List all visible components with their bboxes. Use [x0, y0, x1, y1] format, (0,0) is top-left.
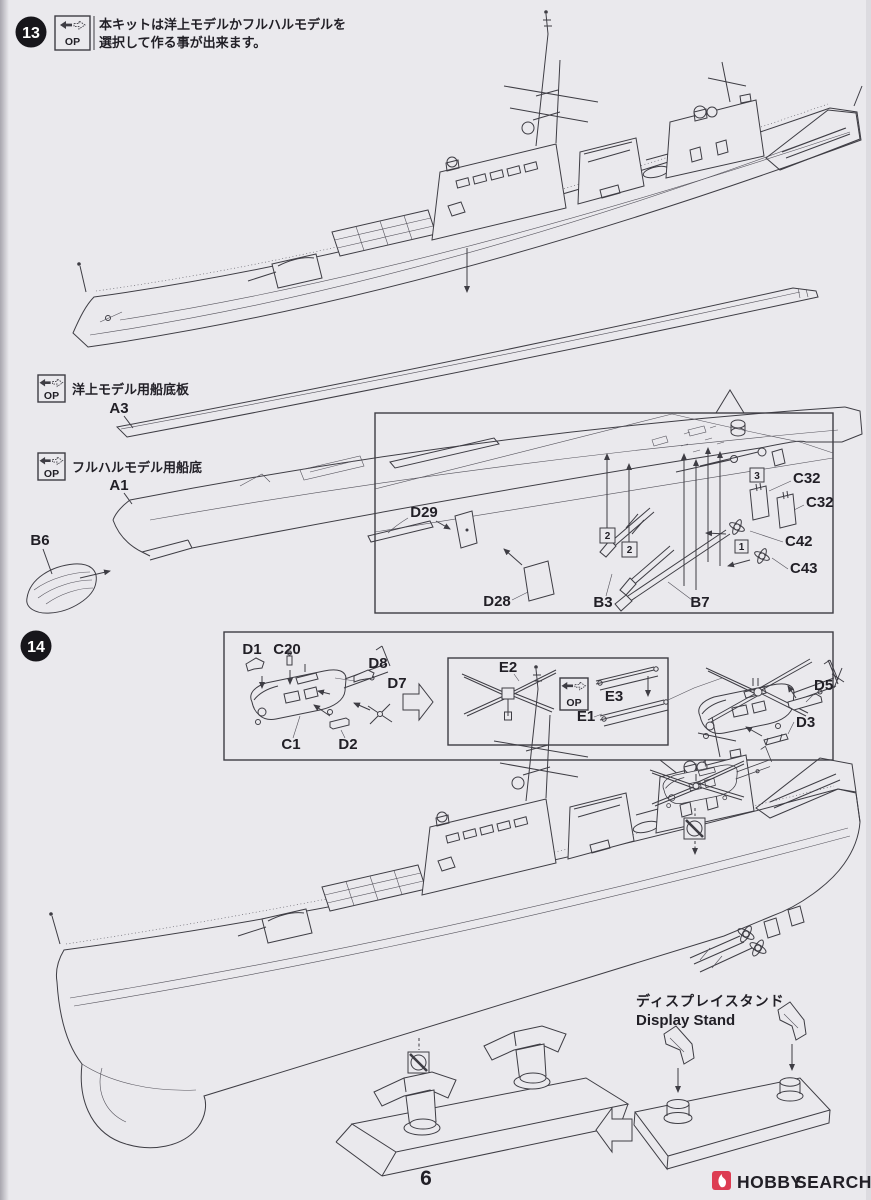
stern-detail-inset: D29 D28 B3 B7 2 2 3 1 C32 C32 C42 C43	[367, 389, 834, 614]
op-option-icon	[37, 452, 66, 481]
fullhull-option-label: フルハルモデル用船底	[72, 460, 202, 475]
logo-text-search: SEARCH	[795, 1172, 871, 1192]
scan-edge-shadow	[0, 0, 9, 1200]
step14-badge	[20, 630, 52, 662]
page-number: 6	[420, 1167, 432, 1190]
display-stand-label-jp: ディスプレイスタンド	[636, 993, 785, 1009]
part-label-d1: D1	[242, 641, 261, 658]
display-stand-caption: ディスプレイスタンド Display Stand	[636, 993, 785, 1029]
display-stand-assembled	[335, 1025, 630, 1177]
display-stand-parts	[633, 1001, 831, 1171]
part-label-b3: B3	[593, 594, 612, 611]
flame-glyph	[718, 1174, 726, 1188]
op-option-icon	[37, 374, 66, 403]
part-label-c1: C1	[281, 736, 300, 753]
op-label: OP	[44, 468, 59, 480]
part-label-e3: E3	[605, 688, 623, 705]
scan-edge-right	[866, 0, 871, 1200]
footer: 6 HOBBY SEARCH	[420, 1167, 871, 1192]
leader-line	[123, 415, 134, 429]
step13-header: 13 OP 本キットは洋上モデルかフルハルモデルを 選択して作る事が出来ます。	[15, 15, 346, 51]
part-label-d29: D29	[410, 504, 438, 521]
ship-fullhull-drawing	[49, 664, 861, 1177]
step14-box	[223, 631, 834, 761]
part-label-d3: D3	[796, 714, 815, 731]
rotor-spread-e2	[461, 669, 557, 721]
part-label-c43: C43	[790, 560, 818, 577]
sequence-tag-3: 3	[754, 471, 760, 482]
part-label-a1: A1	[109, 477, 128, 494]
part-label-c32: C32	[806, 494, 834, 511]
inset-pointer	[715, 389, 745, 414]
part-label-d8: D8	[368, 655, 387, 672]
part-label-b7: B7	[690, 594, 709, 611]
step13-number: 13	[22, 25, 40, 42]
part-label-c32: C32	[793, 470, 821, 487]
step14-section: 14 D1 C20 D8 D7 C1 D2 E2 OP E3 E1	[20, 630, 845, 779]
hull-a1-drawing: OP フルハルモデル用船底 A1	[37, 406, 863, 561]
op-label: OP	[44, 390, 59, 402]
leader-line	[42, 548, 53, 575]
step13-note-line1: 本キットは洋上モデルかフルハルモデルを	[99, 17, 346, 32]
step13-badge	[15, 16, 47, 48]
part-label-d7: D7	[387, 675, 406, 692]
op-label: OP	[65, 36, 80, 48]
part-label-a3: A3	[109, 400, 128, 417]
next-step-arrow	[402, 682, 434, 722]
op-label: OP	[566, 697, 581, 709]
waterline-option-label: 洋上モデル用船底板	[72, 382, 190, 397]
sequence-tag-2: 2	[627, 545, 633, 556]
sonar-dome-b6: B6	[26, 532, 111, 614]
part-label-d2: D2	[338, 736, 357, 753]
sequence-tag-2: 2	[605, 531, 611, 542]
part-label-d5: D5	[814, 677, 833, 694]
step14-number: 14	[27, 639, 45, 656]
logo-text-hobby: HOBBY	[737, 1172, 803, 1192]
ship-waterline-drawing	[72, 9, 863, 348]
inset-box	[374, 412, 834, 614]
hobby-search-logo: HOBBY SEARCH	[712, 1171, 871, 1192]
display-stand-label-en: Display Stand	[636, 1012, 735, 1029]
part-label-c42: C42	[785, 533, 813, 550]
sequence-tag-1: 1	[739, 542, 745, 553]
insert-arrow-left	[595, 1106, 633, 1154]
op-option-icon	[559, 677, 589, 711]
no-glue-symbol	[683, 808, 706, 855]
part-label-d28: D28	[483, 593, 511, 610]
no-glue-symbol	[407, 1038, 430, 1087]
part-label-e1: E1	[577, 708, 595, 725]
helicopter-on-deck	[649, 745, 772, 808]
leader-line	[123, 492, 133, 505]
part-label-c20: C20	[273, 641, 301, 658]
attach-arrow	[79, 569, 111, 579]
part-label-e2: E2	[499, 659, 517, 676]
part-label-b6: B6	[30, 532, 49, 549]
hull-plate-a3: OP 洋上モデル用船底板 A3	[37, 287, 819, 438]
step13-note-line2: 選択して作る事が出来ます。	[99, 35, 266, 50]
helicopter-complete	[698, 658, 845, 739]
op-option-icon	[54, 15, 91, 51]
